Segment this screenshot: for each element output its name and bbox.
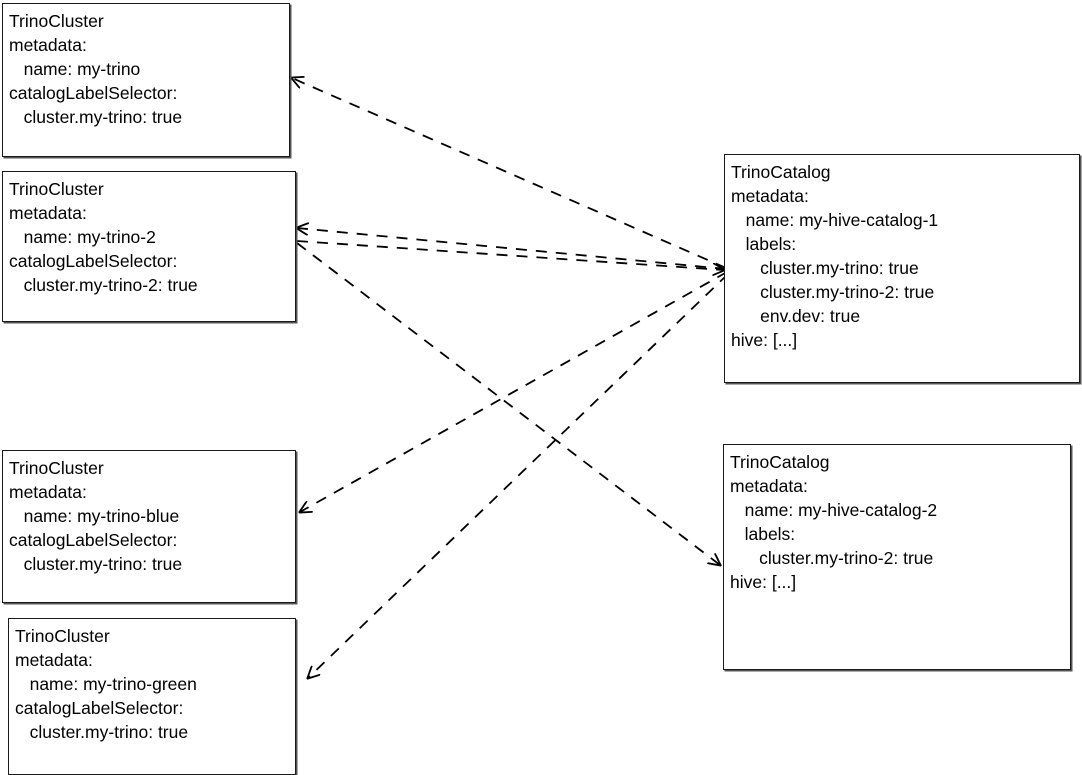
edge-arrow <box>300 271 728 512</box>
node-trinocluster-my-trino-blue[interactable]: TrinoCluster metadata: name: my-trino-bl… <box>2 450 296 603</box>
node-trinocatalog-my-hive-catalog-2[interactable]: TrinoCatalog metadata: name: my-hive-cat… <box>723 444 1071 670</box>
node-body-text: TrinoCluster metadata: name: my-trino-bl… <box>9 458 183 574</box>
node-body-text: TrinoCluster metadata: name: my-trino ca… <box>9 11 183 127</box>
node-trinocluster-my-trino[interactable]: TrinoCluster metadata: name: my-trino ca… <box>2 3 290 157</box>
edge-arrow <box>297 228 727 270</box>
node-body-text: TrinoCatalog metadata: name: my-hive-cat… <box>731 162 939 350</box>
edge-arrow <box>308 273 729 678</box>
node-body-text: TrinoCluster metadata: name: my-trino-2 … <box>9 179 198 295</box>
node-trinocluster-my-trino-green[interactable]: TrinoCluster metadata: name: my-trino-gr… <box>8 618 296 775</box>
edge-arrow <box>292 78 727 269</box>
node-trinocatalog-my-hive-catalog-1[interactable]: TrinoCatalog metadata: name: my-hive-cat… <box>724 154 1080 383</box>
edge-group <box>292 78 729 678</box>
node-body-text: TrinoCatalog metadata: name: my-hive-cat… <box>730 452 938 592</box>
node-trinocluster-my-trino-2[interactable]: TrinoCluster metadata: name: my-trino-2 … <box>2 171 296 322</box>
edge-arrow <box>296 242 720 565</box>
node-body-text: TrinoCluster metadata: name: my-trino-gr… <box>15 626 197 742</box>
edge-arrow <box>296 240 724 270</box>
